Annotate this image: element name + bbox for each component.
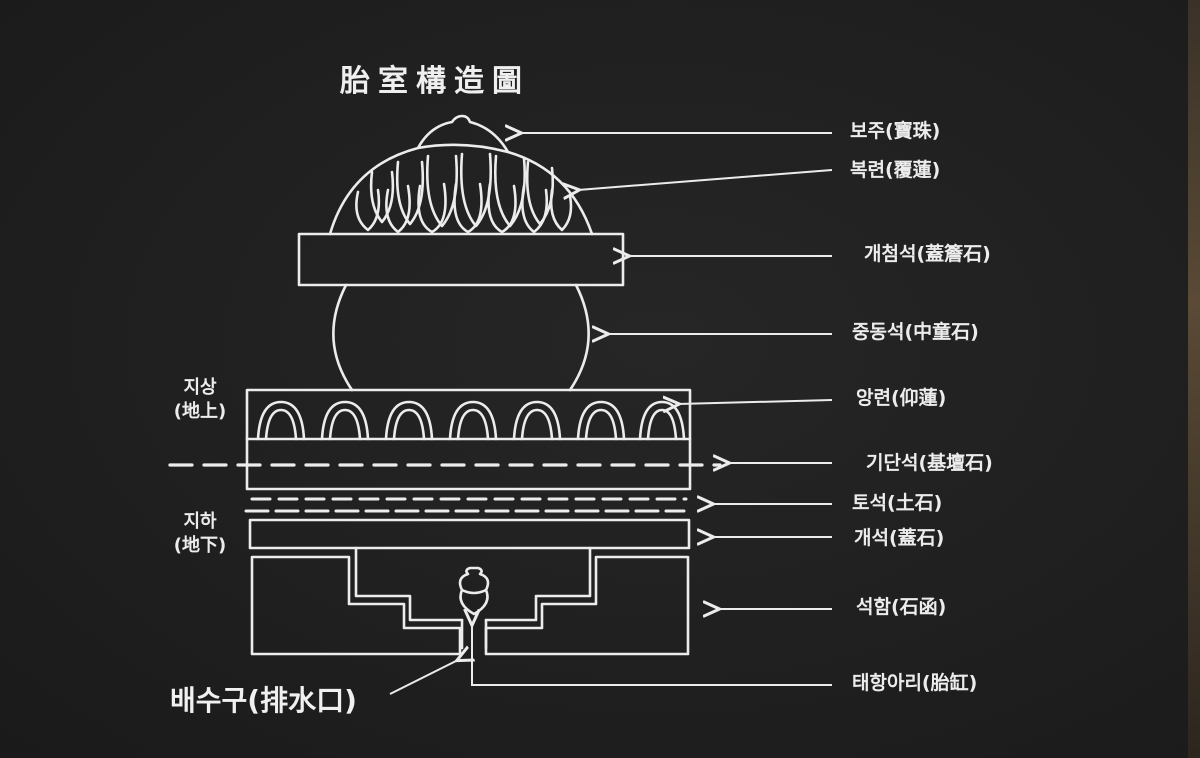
- label-gaecheomseok: 개첨석(蓋簷石): [864, 243, 991, 265]
- label-drain: 배수구(排水口): [170, 684, 357, 717]
- below-ground-line-2: (地下): [173, 535, 227, 557]
- jungdongseok-body: [332, 283, 590, 392]
- gaeseok-slab: [248, 518, 691, 550]
- bokryeon-petals-upper: [369, 152, 555, 228]
- arrow-drain: [389, 660, 458, 695]
- boju-knob: [416, 114, 510, 154]
- seokham-chest: [250, 555, 462, 656]
- arrow-angryeon: [678, 400, 833, 404]
- label-gaeseok: 개석(蓋石): [854, 527, 945, 549]
- above-ground-line-2: (地上): [173, 401, 227, 423]
- label-gidanseok: 기단석(基壇石): [866, 452, 993, 474]
- label-below-ground: 지하 (地下): [160, 510, 240, 559]
- bokryeon-petals-lower: [355, 182, 573, 234]
- diagram-title: 胎室構造圖: [340, 64, 530, 99]
- gaecheomseok-slab: [297, 232, 625, 287]
- label-seokham: 석함(石函): [856, 596, 947, 618]
- angryeon-petals: [256, 400, 686, 441]
- label-toseok: 토석(土石): [852, 492, 943, 514]
- label-bokryeon: 복련(覆蓮): [850, 159, 941, 181]
- arrow-taehangari: [472, 624, 832, 686]
- arrow-bokryeon: [578, 169, 833, 190]
- below-ground-line-1: 지하: [183, 511, 217, 532]
- label-above-ground: 지상 (地上): [160, 376, 240, 425]
- bokryeon-dome: [328, 143, 594, 236]
- label-taehangari: 태항아리(胎缸): [852, 672, 978, 694]
- label-angryeon: 앙련(仰蓮): [856, 387, 947, 409]
- label-jungdongseok: 중동석(中童石): [852, 321, 979, 343]
- frame-edge: [1188, 0, 1200, 758]
- above-ground-line-1: 지상: [183, 377, 217, 398]
- label-boju: 보주(寶珠): [850, 120, 941, 142]
